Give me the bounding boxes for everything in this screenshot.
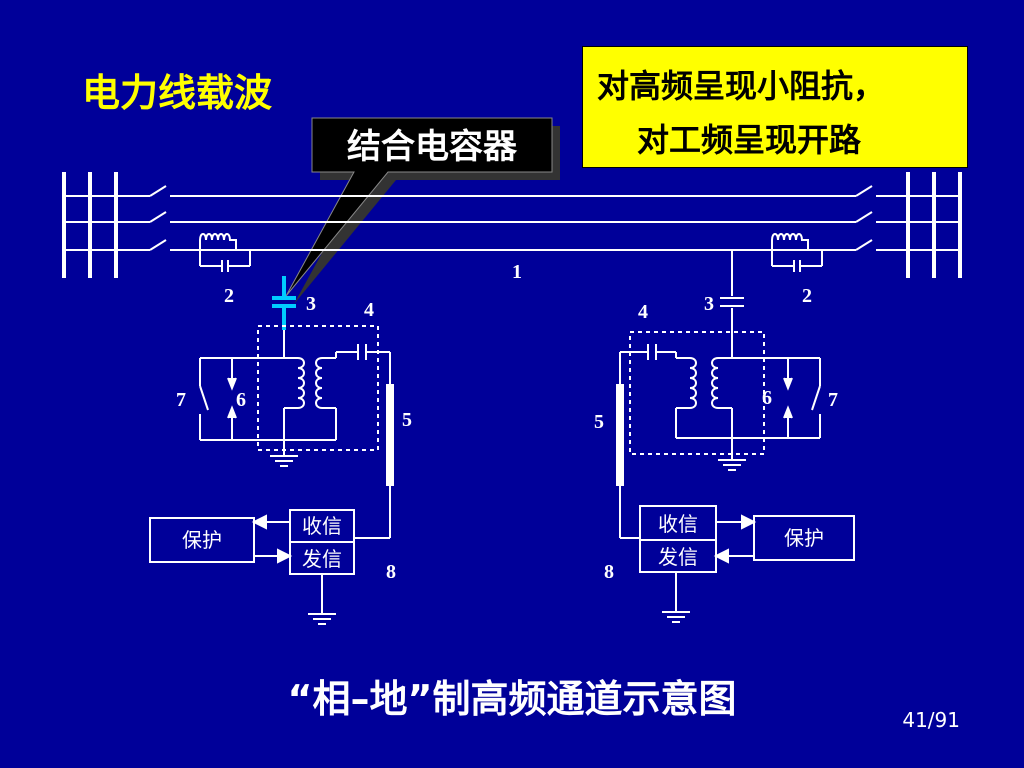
label-line: 1 [512, 261, 522, 283]
phase-lines [64, 185, 960, 251]
label-right-switch: 6 [762, 387, 772, 409]
left-protection-box [149, 517, 255, 563]
left-line-trap [199, 233, 251, 272]
right-coupling-filter [619, 331, 821, 471]
right-line-trap [771, 233, 823, 272]
left-busbars [62, 172, 118, 278]
label-right-transceiver: 8 [604, 561, 614, 583]
label-left-capacitor: 3 [306, 293, 316, 315]
right-busbars [906, 172, 962, 278]
note-line-2: 对工频呈现开路 [637, 121, 862, 159]
label-left-transceiver: 8 [386, 561, 396, 583]
right-transceiver [639, 505, 717, 623]
left-cable [354, 384, 394, 539]
callout-bubble [285, 117, 560, 304]
right-cable [616, 384, 640, 539]
note-box: 对高频呈现小阻抗， 对工频呈现开路 [582, 46, 968, 168]
label-right-capacitor: 3 [704, 293, 714, 315]
label-left-cable: 5 [402, 409, 412, 431]
right-protection-label: 保护 [784, 526, 824, 550]
slide-title: 电力线载波 [82, 71, 273, 115]
right-coupling-capacitor [720, 250, 744, 358]
right-protection-box [753, 515, 855, 561]
left-receive-label: 收信 [302, 514, 342, 538]
label-left-trap: 2 [224, 285, 234, 307]
note-line-1: 对高频呈现小阻抗， [597, 67, 886, 105]
left-protection-label: 保护 [182, 528, 222, 552]
right-send-label: 发信 [658, 545, 698, 569]
left-arrows [251, 514, 293, 564]
page-number: 41/91 [902, 708, 960, 732]
label-left-switch: 6 [236, 389, 246, 411]
left-transceiver [289, 509, 355, 625]
label-right-filter: 4 [638, 301, 648, 323]
callout-label: 结合电容器 [347, 127, 517, 167]
right-receive-label: 收信 [658, 512, 698, 536]
right-arrows [713, 514, 757, 564]
label-right-earth-switch: 7 [828, 389, 838, 411]
left-send-label: 发信 [302, 547, 342, 571]
label-right-cable: 5 [594, 411, 604, 433]
label-left-earth-switch: 7 [176, 389, 186, 411]
diagram-caption: “相–地”制高频通道示意图 [287, 677, 737, 721]
label-right-trap: 2 [802, 285, 812, 307]
left-coupling-filter [199, 325, 391, 467]
label-left-filter: 4 [364, 299, 374, 321]
